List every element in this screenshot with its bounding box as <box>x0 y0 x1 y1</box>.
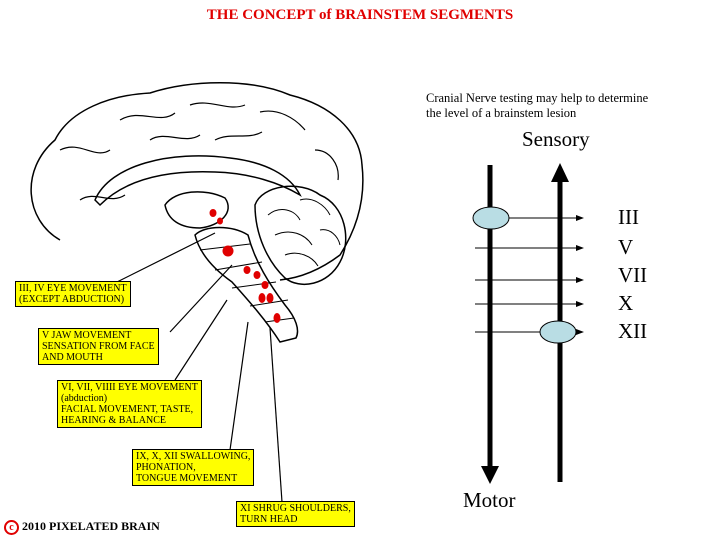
corpus-callosum <box>94 155 302 207</box>
motor-lesion-oval <box>472 206 510 230</box>
nerve-label-vii: VII <box>618 263 648 287</box>
nerve-arrowheads <box>576 215 584 335</box>
label-box-facial-movement: VI, VII, VIIII EYE MOVEMENT (abduction) … <box>57 380 202 428</box>
sensory-lesion-oval <box>539 320 577 344</box>
nucleus-6 <box>261 281 269 289</box>
nerve-label-v: V <box>618 235 634 259</box>
motor-label: Motor <box>463 488 516 512</box>
nucleus-4 <box>243 266 251 274</box>
pointer-2 <box>169 264 233 333</box>
brain-illustration <box>30 82 364 343</box>
pointer-1 <box>114 232 216 284</box>
copyright-text: 2010 PIXELATED BRAIN <box>22 519 160 533</box>
pointer-4 <box>229 321 249 451</box>
brainstem-outline <box>194 226 299 343</box>
motor-arrowhead <box>481 466 499 484</box>
label-box-eye-movement: III, IV EYE MOVEMENT (EXCEPT ABDUCTION) <box>15 281 131 307</box>
nucleus-2 <box>217 217 223 225</box>
nerve-label-x: X <box>618 291 634 315</box>
cranial-nerve-nuclei <box>209 209 281 323</box>
nucleus-7 <box>258 293 266 303</box>
cerebellum <box>254 185 347 286</box>
label-pointers <box>114 232 283 503</box>
nucleus-9 <box>273 313 281 323</box>
nerve-label-iii: III <box>618 205 639 229</box>
brainstem-segments <box>199 243 295 323</box>
pointer-3 <box>174 299 228 381</box>
copyright-icon: c <box>4 519 19 535</box>
pointer-5 <box>269 327 283 503</box>
nucleus-8 <box>266 293 274 303</box>
thalamus <box>164 191 229 229</box>
cortex-outline <box>30 82 364 281</box>
sensory-label: Sensory <box>522 127 590 151</box>
cortex-gyri <box>59 102 339 201</box>
nerve-label-xii: XII <box>618 319 648 343</box>
cerebellum-folia <box>267 198 341 267</box>
lesion-note: Cranial Nerve testing may help to determ… <box>426 91 696 121</box>
lesion-note-line-1: Cranial Nerve testing may help to determ… <box>426 91 649 105</box>
sensory-arrowhead <box>551 163 569 182</box>
nucleus-1 <box>209 209 217 217</box>
nucleus-5 <box>253 271 261 279</box>
label-box-jaw-movement: V JAW MOVEMENT SENSATION FROM FACE AND M… <box>38 328 159 365</box>
label-box-shrug-shoulders: XI SHRUG SHOULDERS, TURN HEAD <box>236 501 355 527</box>
lesion-note-line-2: the level of a brainstem lesion <box>426 106 577 120</box>
nucleus-3 <box>222 245 234 257</box>
page-title: THE CONCEPT of BRAINSTEM SEGMENTS <box>206 7 514 23</box>
label-box-swallowing: IX, X, XII SWALLOWING, PHONATION, TONGUE… <box>132 449 255 486</box>
segment-schematic <box>472 163 584 484</box>
